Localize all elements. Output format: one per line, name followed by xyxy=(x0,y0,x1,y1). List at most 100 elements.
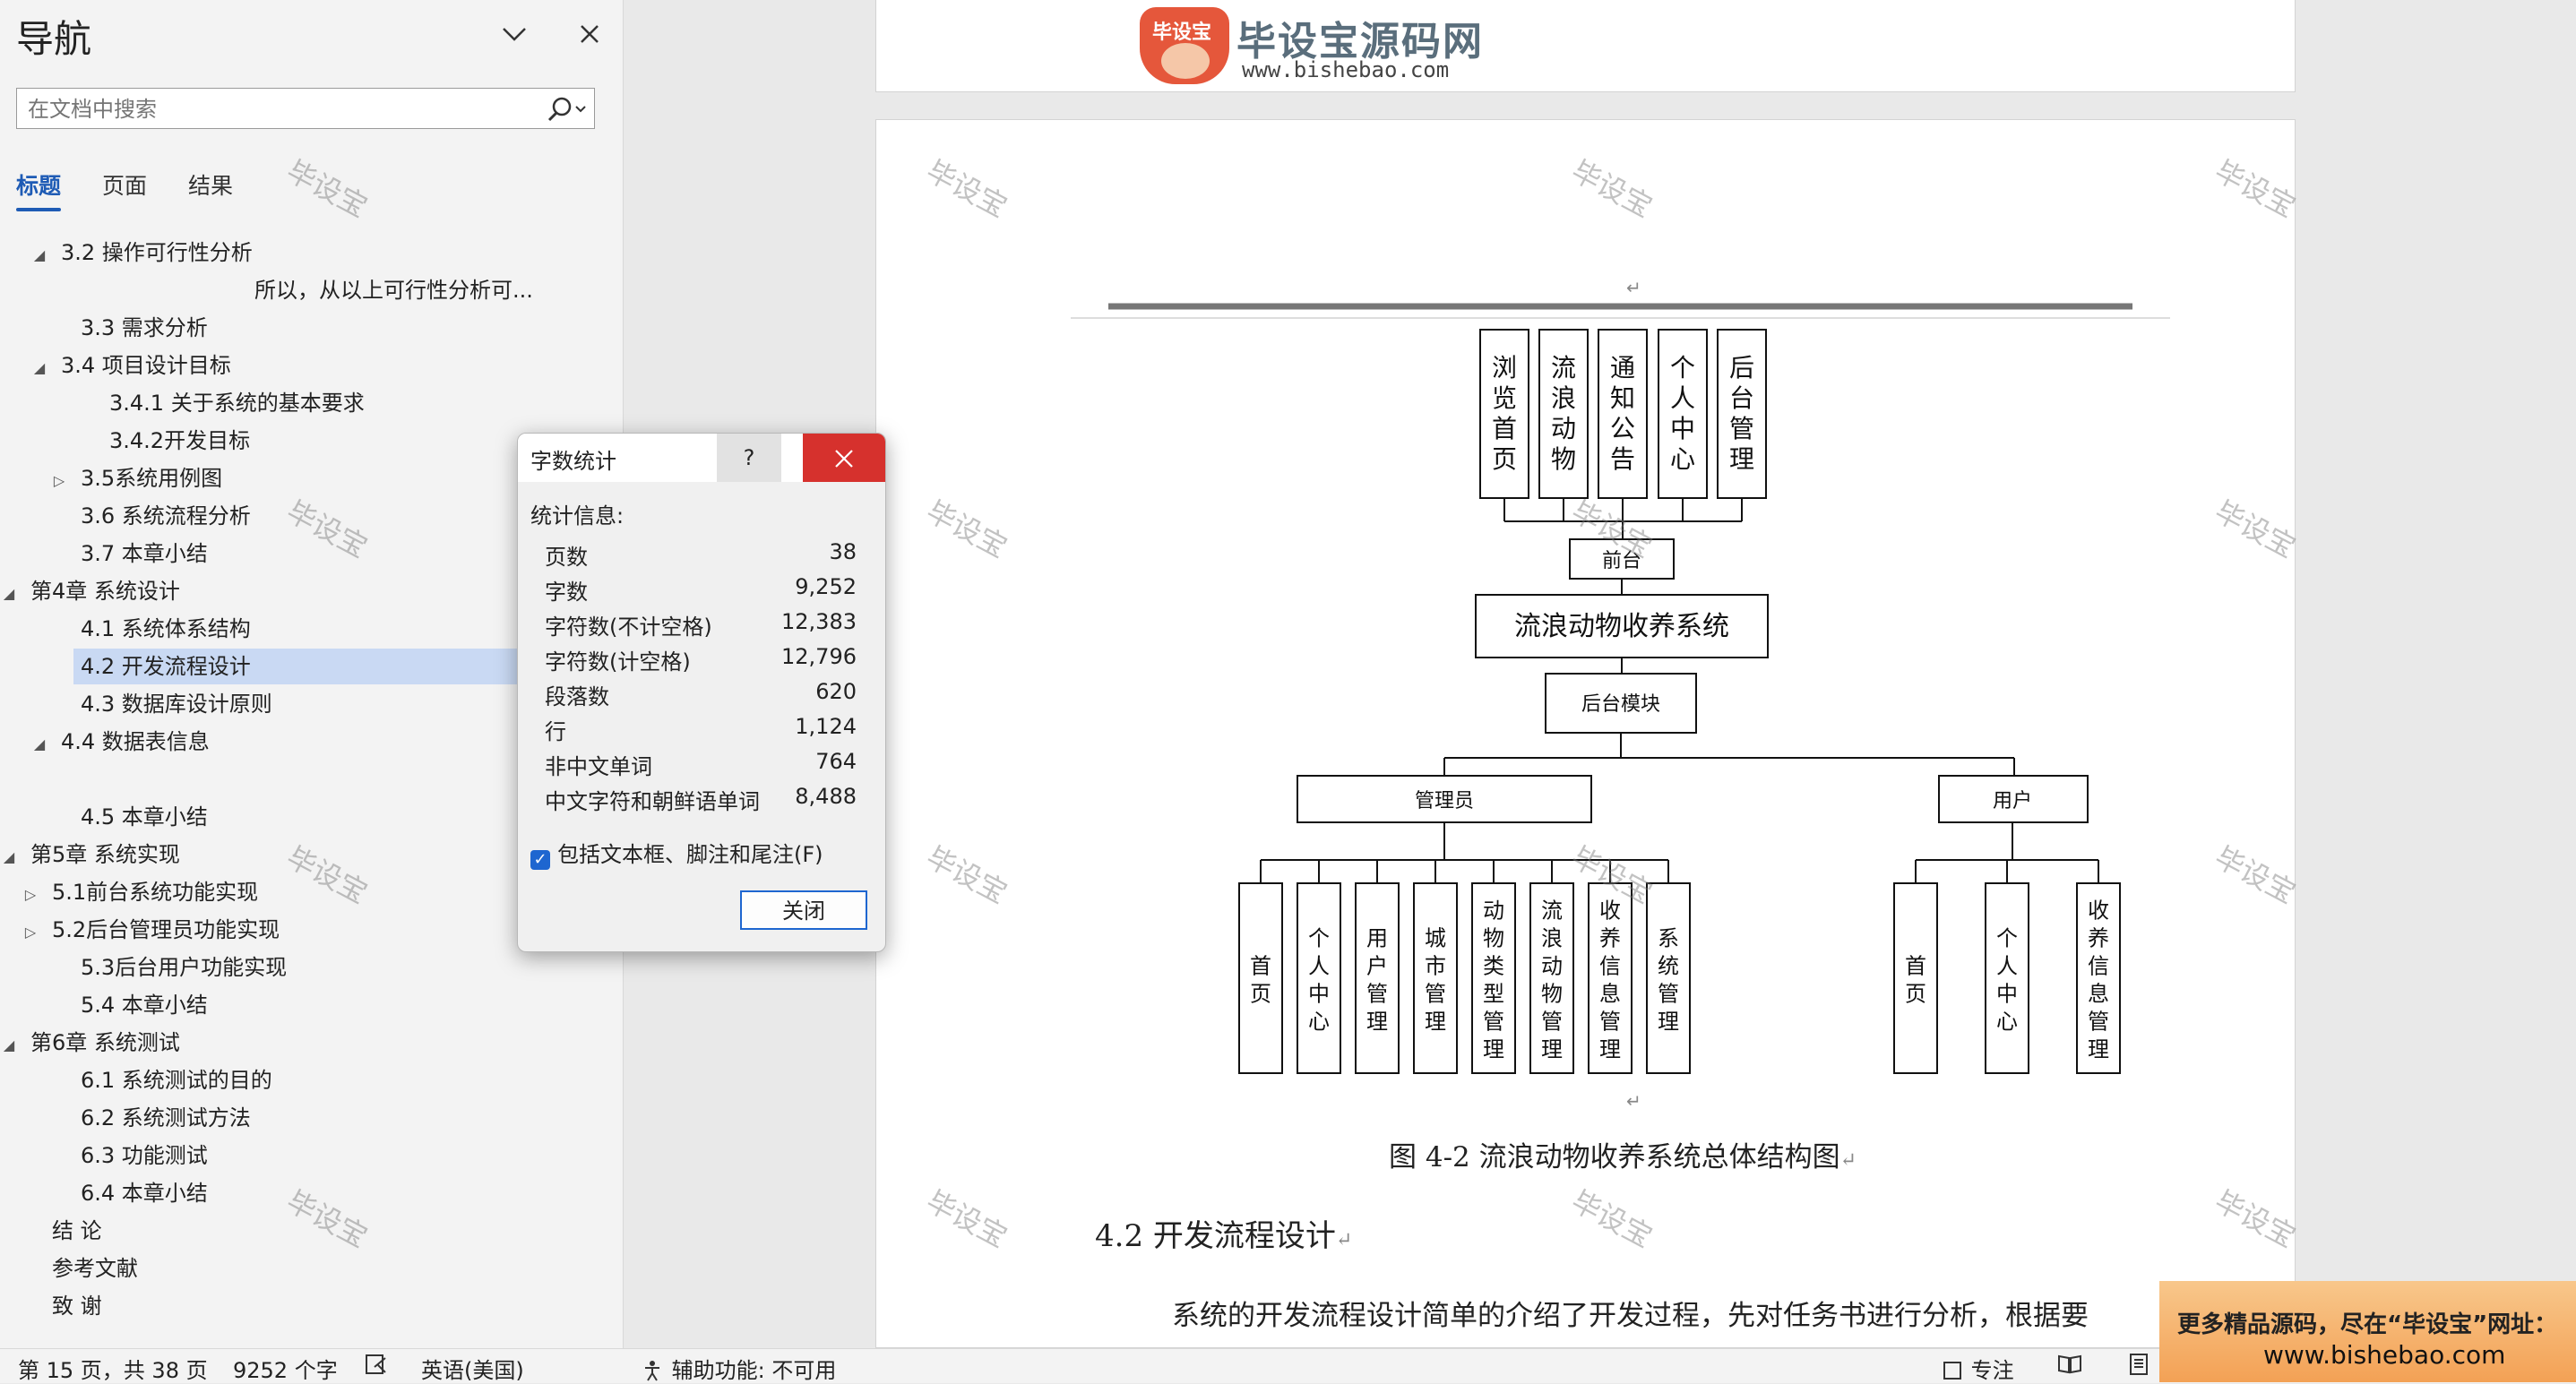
stat-value: 8,488 xyxy=(795,784,857,809)
nav-heading-item[interactable]: 6.3 功能测试 xyxy=(50,1138,208,1173)
close-button[interactable]: 关闭 xyxy=(740,890,867,930)
expand-icon[interactable]: ▷ xyxy=(53,472,65,489)
nav-heading-item[interactable]: 5.3后台用户功能实现 xyxy=(50,950,287,985)
paragraph-mark: ↵ xyxy=(1626,1090,1641,1112)
promo-banner[interactable]: 更多精品源码，尽在“毕设宝”网址： www.bishebao.com xyxy=(2159,1281,2576,1382)
nav-heading-item[interactable]: 3.6 系统流程分析 xyxy=(50,498,251,534)
nav-heading-label: 第6章 系统测试 xyxy=(30,1030,180,1055)
nav-heading-item[interactable]: 4.1 系统体系结构 xyxy=(50,611,251,647)
user-label: 用户 xyxy=(1993,790,2032,812)
user-module-box xyxy=(2076,882,2121,1074)
paragraph-mark: ↵ xyxy=(1626,277,1641,298)
help-button[interactable]: ? xyxy=(717,434,781,482)
collapse-icon[interactable]: ◢ xyxy=(33,246,46,263)
stat-row: 字符数(不计空格)12,383 xyxy=(545,606,857,640)
stat-value: 620 xyxy=(815,679,857,704)
nav-heading-item[interactable]: 3.3 需求分析 xyxy=(50,310,208,346)
nav-heading-item[interactable]: ▷5.2后台管理员功能实现 xyxy=(22,912,280,948)
nav-heading-item[interactable]: ◢3.4 项目设计目标 xyxy=(30,348,231,383)
nav-heading-item[interactable]: ◢ 3.2 操作可行性分析 xyxy=(30,235,253,271)
checkbox-checked-icon[interactable]: ✓ xyxy=(530,850,550,870)
stat-label: 行 xyxy=(545,719,566,744)
nav-heading-item[interactable]: ◢4.4 数据表信息 xyxy=(30,724,210,760)
collapse-icon[interactable]: ◢ xyxy=(33,359,46,376)
dialog-close-button[interactable] xyxy=(803,434,885,482)
stats-section-label: 统计信息: xyxy=(530,503,625,529)
user-module-box xyxy=(1985,882,2029,1074)
nav-heading-item[interactable]: 6.4 本章小结 xyxy=(50,1175,208,1211)
top-module-label: 通知公告 xyxy=(1610,353,1635,474)
nav-heading-item[interactable]: 3.7 本章小结 xyxy=(50,536,208,572)
nav-heading-item[interactable]: 结 论 xyxy=(22,1213,102,1249)
print-layout-icon[interactable] xyxy=(2127,1353,2150,1381)
nav-heading-item[interactable]: ◢ 第6章 系统测试 xyxy=(0,1025,180,1061)
tab-results[interactable]: 结果 xyxy=(188,173,234,199)
focus-mode-button[interactable]: 专注 xyxy=(1941,1353,2014,1384)
page-count[interactable]: 第 15 页，共 38 页 xyxy=(18,1358,208,1383)
nav-heading-label: 第5章 系统实现 xyxy=(30,842,180,867)
checkbox-label: 包括文本框、脚注和尾注(F) xyxy=(557,842,823,867)
expand-icon[interactable]: ▷ xyxy=(24,924,37,941)
nav-heading-label: 结 论 xyxy=(52,1218,102,1243)
nav-heading-item[interactable]: 3.4.2开发目标 xyxy=(79,423,250,459)
proofing-icon[interactable] xyxy=(364,1353,389,1381)
nav-heading-item[interactable]: ▷ 3.5系统用例图 xyxy=(50,460,222,496)
language-indicator[interactable]: 英语(美国) xyxy=(421,1358,524,1383)
nav-close-button[interactable] xyxy=(570,14,609,54)
brand-logo: 毕设宝 毕设宝源码网 www.bishebao.com xyxy=(1131,4,1489,86)
nav-heading-label: 3.5系统用例图 xyxy=(81,466,223,491)
accessibility-status[interactable]: 辅助功能: 不可用 xyxy=(642,1353,836,1384)
search-input[interactable] xyxy=(26,89,531,130)
system-box xyxy=(1475,594,1769,658)
nav-heading-item[interactable]: 致 谢 xyxy=(22,1288,102,1324)
admin-module-box xyxy=(1588,882,1633,1074)
user-module-label: 收养信息管理 xyxy=(2088,898,2109,1062)
stat-value: 12,383 xyxy=(781,609,857,634)
nav-heading-label: 3.4.1 关于系统的基本要求 xyxy=(109,391,365,416)
nav-heading-item[interactable]: 3.4.1 关于系统的基本要求 xyxy=(79,385,365,421)
collapse-icon[interactable]: ◢ xyxy=(33,735,46,752)
nav-heading-label: 致 谢 xyxy=(52,1294,102,1319)
nav-heading-item[interactable]: ◢第4章 系统设计 xyxy=(0,573,180,609)
nav-heading-item[interactable]: ▷5.1前台系统功能实现 xyxy=(22,874,258,910)
admin-module-label: 城市管理 xyxy=(1425,926,1446,1035)
nav-heading-item[interactable]: 5.4 本章小结 xyxy=(50,987,208,1023)
nav-heading-label: 4.3 数据库设计原则 xyxy=(81,692,272,717)
expand-icon[interactable]: ▷ xyxy=(24,886,37,903)
tab-pages[interactable]: 页面 xyxy=(102,173,148,199)
nav-heading-item[interactable]: 6.2 系统测试方法 xyxy=(50,1100,251,1136)
promo-text: 更多精品源码，尽在“毕设宝”网址： xyxy=(2177,1311,2558,1338)
nav-heading-label: 5.4 本章小结 xyxy=(81,993,208,1018)
collapse-icon[interactable]: ◢ xyxy=(3,848,15,865)
nav-heading-item[interactable]: 4.2 开发流程设计 xyxy=(73,649,529,684)
nav-heading-item[interactable]: 所以，从以上可行性分析可... xyxy=(254,272,533,308)
read-mode-icon[interactable] xyxy=(2057,1353,2082,1381)
accessibility-icon xyxy=(645,1361,659,1381)
nav-heading-item[interactable]: 4.3 数据库设计原则 xyxy=(50,686,272,722)
nav-heading-label: 6.2 系统测试方法 xyxy=(81,1105,251,1130)
word-count[interactable]: 9252 个字 xyxy=(233,1358,338,1383)
stat-value: 9,252 xyxy=(795,574,857,599)
system-label: 流浪动物收养系统 xyxy=(1514,611,1729,642)
nav-heading-item[interactable]: ◢ 第5章 系统实现 xyxy=(0,837,180,873)
nav-heading-label: 5.3后台用户功能实现 xyxy=(81,955,288,980)
collapse-icon[interactable]: ◢ xyxy=(3,585,15,602)
dialog-title: 字数统计 xyxy=(530,449,616,474)
nav-heading-item[interactable]: 参考文献 xyxy=(22,1251,138,1286)
tab-headings[interactable]: 标题 xyxy=(16,173,62,199)
nav-heading-label: 3.2 操作可行性分析 xyxy=(61,240,253,265)
nav-heading-label: 6.1 系统测试的目的 xyxy=(81,1068,272,1093)
admin-module-label: 首页 xyxy=(1250,954,1271,1007)
search-box[interactable] xyxy=(16,88,595,130)
top-module-label: 个人中心 xyxy=(1670,353,1695,474)
collapse-icon[interactable]: ◢ xyxy=(3,1036,15,1053)
nav-options-button[interactable] xyxy=(495,14,534,54)
search-icon[interactable] xyxy=(542,94,587,125)
nav-heading-item[interactable]: 4.5 本章小结 xyxy=(50,799,208,835)
include-textboxes-checkbox[interactable]: ✓ 包括文本框、脚注和尾注(F) xyxy=(530,837,823,870)
nav-heading-item[interactable]: 6.1 系统测试的目的 xyxy=(50,1062,272,1098)
promo-url[interactable]: www.bishebao.com xyxy=(2263,1340,2506,1370)
